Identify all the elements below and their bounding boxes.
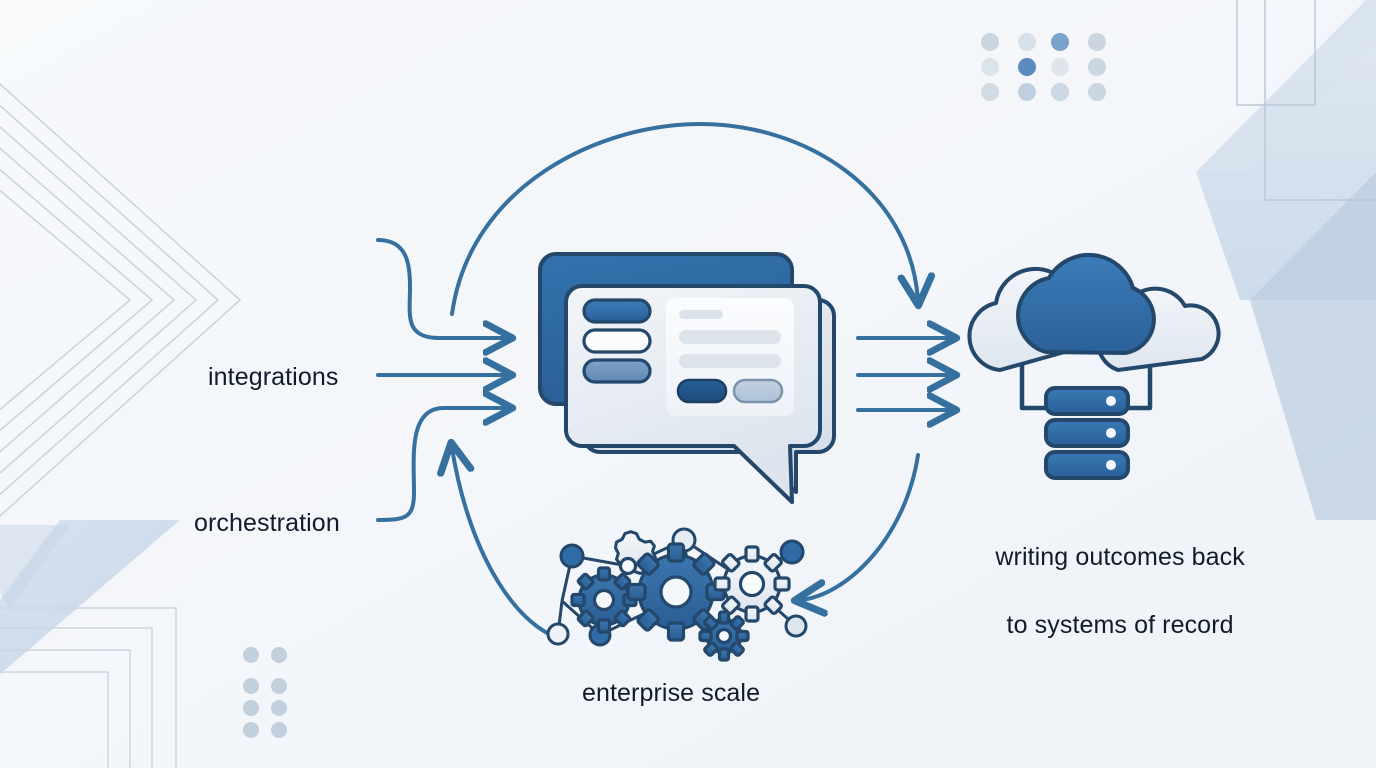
- stacked-chat-cards-icon: [538, 252, 836, 504]
- arrow-orchestration-curved: [376, 408, 508, 522]
- cloud-server-icon: [967, 253, 1221, 480]
- triangle-decor: [0, 520, 180, 675]
- label-writing-outcomes: writing outcomes back to systems of reco…: [952, 506, 1260, 676]
- label-integrations: integrations: [208, 363, 339, 391]
- arc-arrow-left-up: [452, 448, 567, 642]
- writing-outcomes-line-2: to systems of record: [1006, 611, 1234, 639]
- dot-grid-bottom-left: [243, 647, 287, 738]
- nested-squares-decor: [0, 607, 177, 768]
- angled-panels-decor: [1196, 0, 1376, 520]
- label-orchestration: orchestration: [194, 509, 340, 537]
- gear-blue-large: [626, 542, 726, 642]
- gear-light-medium: [713, 545, 791, 623]
- content-line-1: [679, 310, 723, 319]
- sidebar-pill-3: [582, 358, 652, 384]
- arc-arrow-bottom-right: [800, 453, 920, 600]
- arc-arrow-top: [450, 122, 918, 316]
- gear-blue-small: [698, 610, 750, 662]
- sidebar-pill-2: [582, 328, 652, 354]
- thin-rect-decor: [1236, 0, 1376, 201]
- label-enterprise-scale: enterprise scale: [582, 679, 761, 707]
- nested-chevrons-decor: [0, 82, 242, 518]
- secondary-button: [732, 378, 784, 404]
- cloud-center: [1016, 253, 1156, 355]
- arrow-integrations-curved: [376, 238, 508, 338]
- primary-button: [676, 378, 728, 404]
- gear-nodes: [546, 527, 808, 647]
- server-racks: [1044, 386, 1130, 480]
- gear-network-icon: [546, 527, 808, 662]
- writing-outcomes-line-1: writing outcomes back: [995, 543, 1245, 571]
- content-line-2: [679, 330, 781, 344]
- dot-grid-top-right: [981, 33, 1106, 101]
- gear-blue-medium: [570, 566, 638, 634]
- content-line-3: [679, 354, 781, 368]
- sidebar-pill-1: [582, 298, 652, 324]
